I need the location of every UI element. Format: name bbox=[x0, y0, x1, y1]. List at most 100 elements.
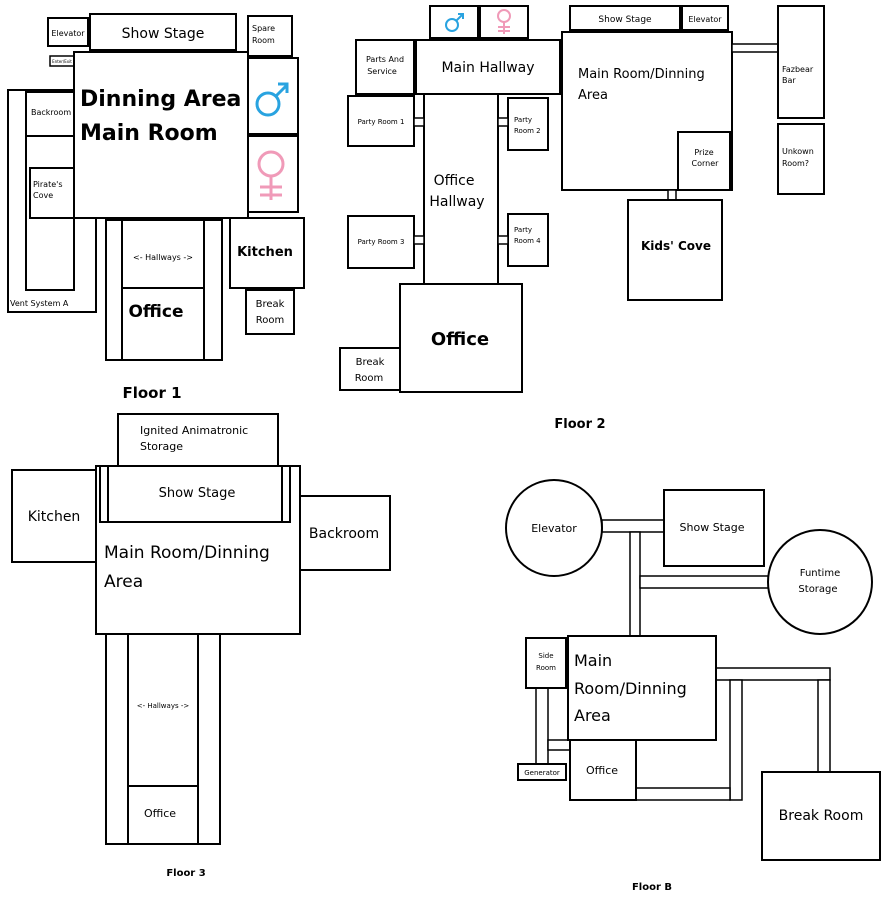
connector-pr1 bbox=[413, 117, 425, 127]
party-room-2 bbox=[507, 97, 549, 151]
main-hallway-label: Main Hallway bbox=[441, 60, 534, 76]
floor-b-title: Floor B bbox=[632, 882, 672, 893]
elevator-f1 bbox=[47, 17, 89, 47]
main-room-f2-label-1: Main Room/Dinning bbox=[578, 67, 705, 82]
main-room-f3-label-1: Main Room/Dinning bbox=[104, 543, 270, 563]
connector-mid-down bbox=[729, 679, 743, 801]
prize-corner-label-1: Prize bbox=[694, 148, 713, 157]
elevator-f2-label: Elevator bbox=[688, 15, 722, 24]
break-room-fb bbox=[761, 771, 881, 861]
male-restroom-f1 bbox=[247, 57, 299, 135]
floor-2-plan bbox=[339, 5, 825, 393]
ignited-storage-label-2: Storage bbox=[140, 440, 183, 453]
side-room-label-2: Room bbox=[536, 664, 556, 672]
prize-corner bbox=[677, 131, 731, 191]
kitchen-f3-label: Kitchen bbox=[28, 509, 81, 525]
office-f2 bbox=[399, 283, 523, 393]
side-room bbox=[525, 637, 567, 689]
pirates-cove-label-2: Cove bbox=[33, 191, 53, 200]
show-stage-f1 bbox=[89, 13, 237, 51]
male-symbol-f2-icon bbox=[445, 13, 464, 32]
fazbear-bar-label-2: Bar bbox=[782, 76, 796, 85]
kitchen-f3 bbox=[11, 469, 97, 563]
connector-right-down bbox=[817, 679, 831, 773]
spare-room-label-2: Room bbox=[252, 36, 275, 45]
elevator-fb-label: Elevator bbox=[531, 522, 577, 535]
spare-room-label-1: Spare bbox=[252, 24, 275, 33]
male-symbol-icon bbox=[255, 82, 289, 117]
main-room-f1-label-2: Main Room bbox=[80, 121, 218, 146]
party-room-1-label: Party Room 1 bbox=[358, 118, 405, 126]
connector-funtime bbox=[639, 575, 771, 589]
floor-b-plan bbox=[505, 479, 881, 861]
main-room-fb-label-2: Room/Dinning bbox=[574, 679, 687, 698]
generator bbox=[517, 763, 567, 781]
generator-label: Generator bbox=[524, 769, 560, 777]
show-stage-fb bbox=[663, 489, 765, 567]
female-symbol-f2-icon bbox=[497, 9, 511, 34]
female-restroom-f1 bbox=[247, 135, 299, 213]
connector-pr2 bbox=[497, 117, 509, 127]
kids-cove-label: Kids' Cove bbox=[641, 239, 711, 253]
party-room-2-label-1: Party bbox=[514, 116, 532, 124]
spare-room bbox=[247, 15, 293, 57]
break-room-f2 bbox=[339, 347, 401, 391]
main-room-fb-label-3: Area bbox=[574, 706, 611, 725]
fazbear-bar bbox=[777, 5, 825, 119]
show-stage-fb-label: Show Stage bbox=[680, 521, 745, 534]
kids-cove bbox=[627, 199, 723, 301]
break-room-f1 bbox=[245, 289, 295, 335]
party-room-3 bbox=[347, 215, 415, 269]
connector-generator bbox=[547, 739, 571, 751]
side-room-label-1: Side bbox=[538, 652, 553, 660]
parts-service-label-1: Parts And bbox=[366, 55, 404, 64]
floor-2-title: Floor 2 bbox=[554, 417, 605, 432]
parts-and-service bbox=[355, 39, 415, 95]
main-room-f3-label-2: Area bbox=[104, 572, 143, 592]
hallways-f1-label: <- Hallways -> bbox=[133, 253, 193, 262]
office-f1-label: Office bbox=[128, 302, 183, 322]
parts-service-label-2: Service bbox=[367, 67, 397, 76]
main-room-fb-label-1: Main bbox=[574, 651, 612, 670]
show-stage-f1-label: Show Stage bbox=[122, 26, 205, 42]
ignited-storage-label-1: Ignited Animatronic bbox=[140, 424, 248, 437]
main-room-f1-label-1: Dinning Area bbox=[80, 87, 241, 112]
floor-3-title: Floor 3 bbox=[166, 868, 205, 879]
connector-kids-cove bbox=[667, 189, 677, 201]
show-stage-f3 bbox=[107, 465, 283, 523]
fazbear-bar-label-1: Fazbear bbox=[782, 65, 814, 74]
show-stage-f2-label: Show Stage bbox=[598, 15, 652, 25]
funtime-storage bbox=[767, 529, 873, 635]
party-room-3-label: Party Room 3 bbox=[358, 238, 405, 246]
office-f1 bbox=[121, 287, 205, 361]
floor-3-plan bbox=[11, 413, 391, 845]
break-room-f2-label-1: Break bbox=[356, 357, 385, 368]
main-room-fb bbox=[567, 635, 717, 741]
break-room-f2-label-2: Room bbox=[355, 373, 383, 384]
connector-elevator-stage bbox=[601, 519, 665, 533]
office-f2-label: Office bbox=[431, 329, 489, 350]
office-hallway-label-2: Hallway bbox=[429, 194, 484, 210]
show-stage-f3-label: Show Stage bbox=[159, 486, 236, 501]
main-room-f2-label-2: Area bbox=[578, 88, 608, 103]
connector-bar bbox=[731, 43, 779, 53]
pirates-cove-label-1: Pirate's bbox=[33, 180, 63, 189]
main-hallway bbox=[415, 39, 561, 95]
party-room-2-label-2: Room 2 bbox=[514, 127, 541, 135]
elevator-fb bbox=[505, 479, 603, 577]
break-room-f1-label-2: Room bbox=[256, 315, 284, 326]
prize-corner-label-2: Corner bbox=[692, 159, 720, 168]
connector-vertical-stage bbox=[629, 531, 641, 637]
party-room-4-label-2: Room 4 bbox=[514, 237, 541, 245]
unknown-room-label-2: Room? bbox=[782, 159, 809, 168]
backroom-f1 bbox=[25, 91, 75, 137]
elevator-f1-label: Elevator bbox=[51, 29, 85, 38]
kitchen-f1-label: Kitchen bbox=[237, 245, 293, 260]
connector-side-room bbox=[535, 687, 549, 765]
floor-1-plan bbox=[7, 13, 305, 361]
backroom-f1-label: Backroom bbox=[31, 108, 71, 117]
break-room-f1-label-1: Break bbox=[256, 299, 285, 310]
dinning-area-main-room-f1 bbox=[73, 51, 249, 219]
hallways-f3-label: <- Hallways -> bbox=[137, 702, 190, 710]
